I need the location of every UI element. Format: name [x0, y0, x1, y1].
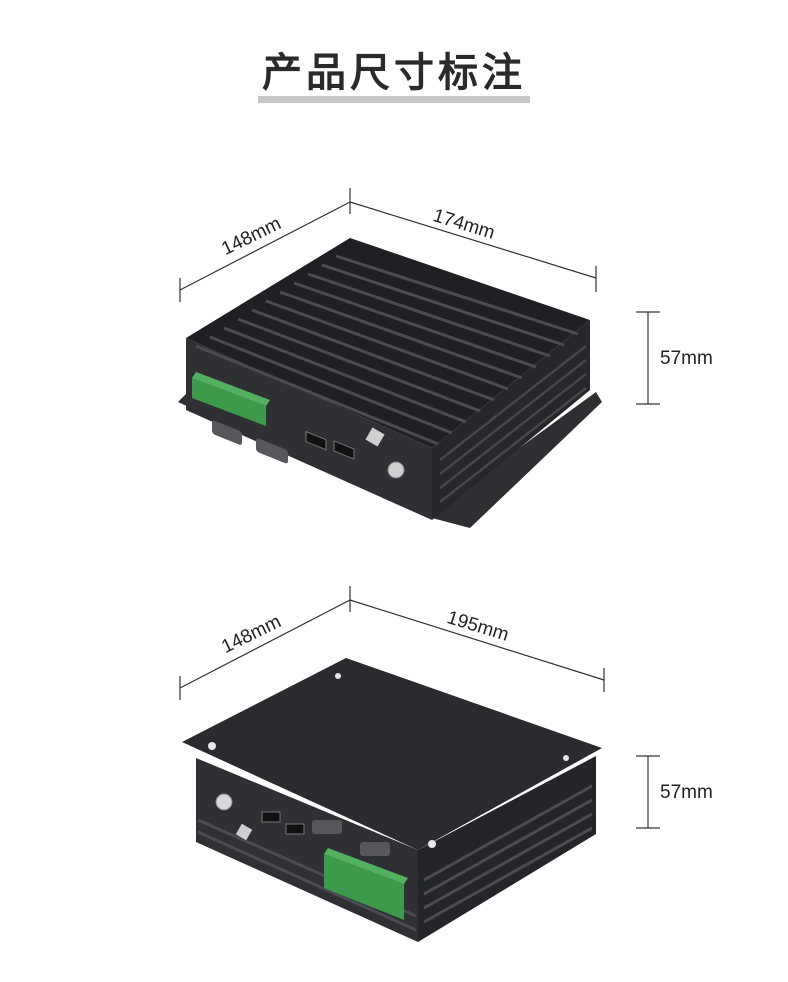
brand-logo: [365, 427, 385, 447]
heatsink-fins: [195, 254, 579, 446]
serial-port: [312, 820, 342, 834]
power-button: [387, 461, 405, 479]
height-dimension-label: 57mm: [660, 348, 713, 369]
height-dimension-label: 57mm: [660, 782, 713, 803]
product-view-bottom: 148mm 195mm 57mm: [0, 580, 788, 980]
product-view-top: 148mm 174mm 57mm: [0, 180, 788, 580]
device-illustration-top: [178, 188, 660, 528]
dimension-lines: [179, 188, 660, 405]
device-illustration-bottom: [179, 586, 660, 942]
dimension-lines: [179, 586, 660, 829]
serial-port: [360, 842, 390, 856]
usb-port: [261, 811, 281, 823]
terminal-block: [192, 378, 266, 426]
usb-port: [285, 823, 305, 835]
heatsink-fins: [197, 784, 593, 932]
brand-logo: [235, 823, 253, 841]
title-underline: [258, 96, 530, 103]
terminal-block: [324, 854, 404, 920]
power-button: [215, 793, 233, 811]
page-title: 产品尺寸标注: [262, 50, 526, 96]
